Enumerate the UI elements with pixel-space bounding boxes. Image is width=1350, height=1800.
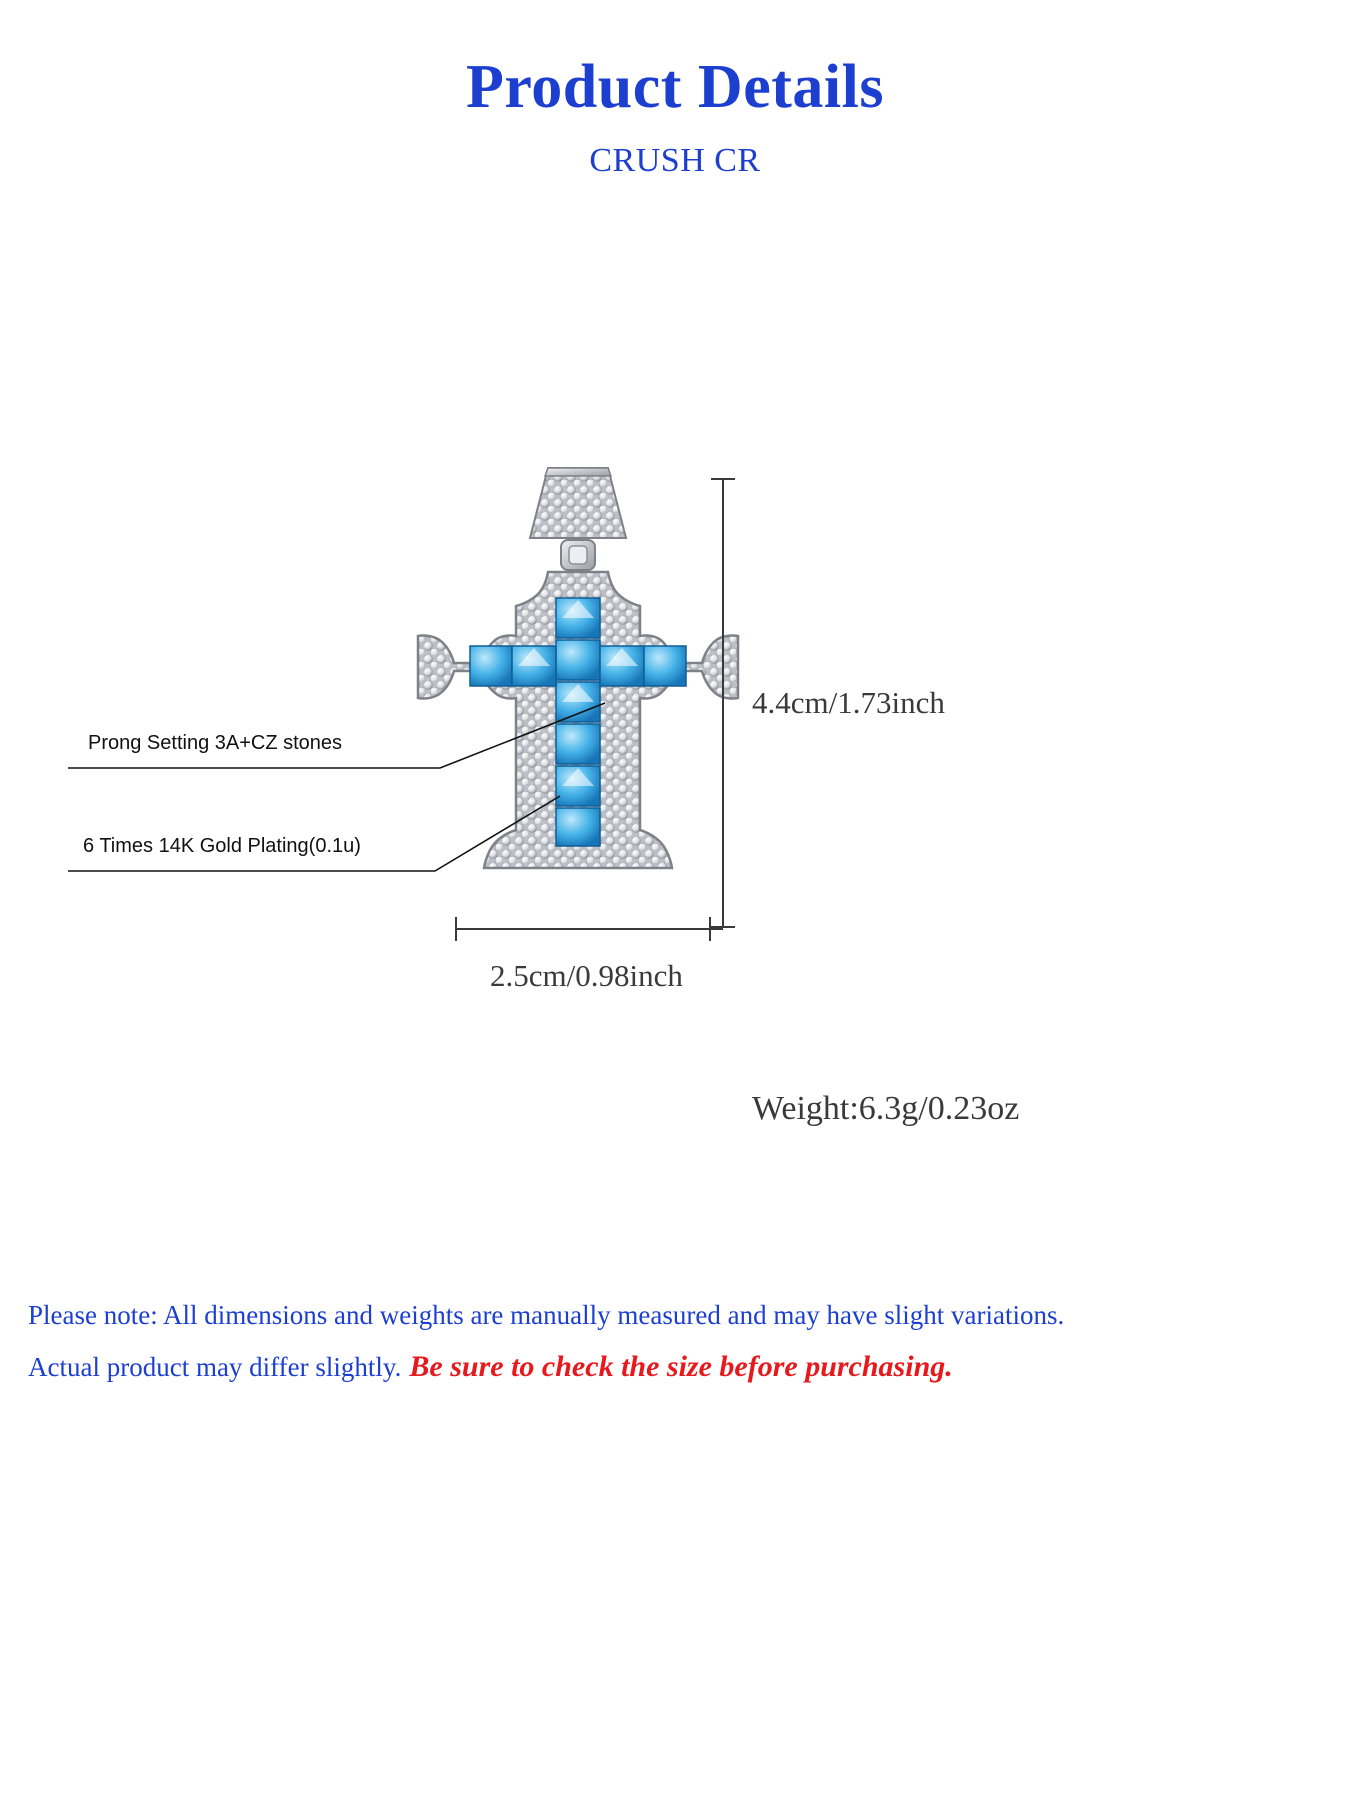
cross-pendant-image: [416, 467, 740, 870]
height-dimension-line: [722, 478, 724, 928]
callout-prong-setting-label: Prong Setting 3A+CZ stones: [88, 732, 343, 754]
weight-label: Weight:6.3g/0.23oz: [752, 1090, 1020, 1127]
callout-gold-plating-label: 6 Times 14K Gold Plating(0.1u): [83, 835, 361, 857]
page-subtitle: CRUSH CR: [589, 142, 761, 179]
height-dimension-cap-bottom: [711, 926, 735, 928]
width-dimension-label: 2.5cm/0.98inch: [490, 958, 683, 993]
height-dimension-label: 4.4cm/1.73inch: [752, 685, 945, 720]
callout-leader-lines: [68, 702, 606, 872]
width-dimension-cap-right: [709, 917, 711, 941]
product-figure: 4.4cm/1.73inch 2.5cm/0.98inch Prong Sett…: [0, 430, 1350, 1050]
footer-note-line-2-warning: Be sure to check the size before purchas…: [409, 1350, 953, 1383]
page-title: Product Details: [466, 53, 884, 121]
width-dimension-line: [455, 928, 723, 930]
footer-note-line-2-normal: Actual product may differ slightly.: [28, 1352, 402, 1382]
width-dimension-cap-left: [455, 917, 457, 941]
height-dimension-cap-top: [711, 478, 735, 480]
footer-note-line-2: Actual product may differ slightly.Be su…: [28, 1350, 953, 1384]
footer-note-line-1: Please note: All dimensions and weights …: [28, 1300, 1065, 1330]
